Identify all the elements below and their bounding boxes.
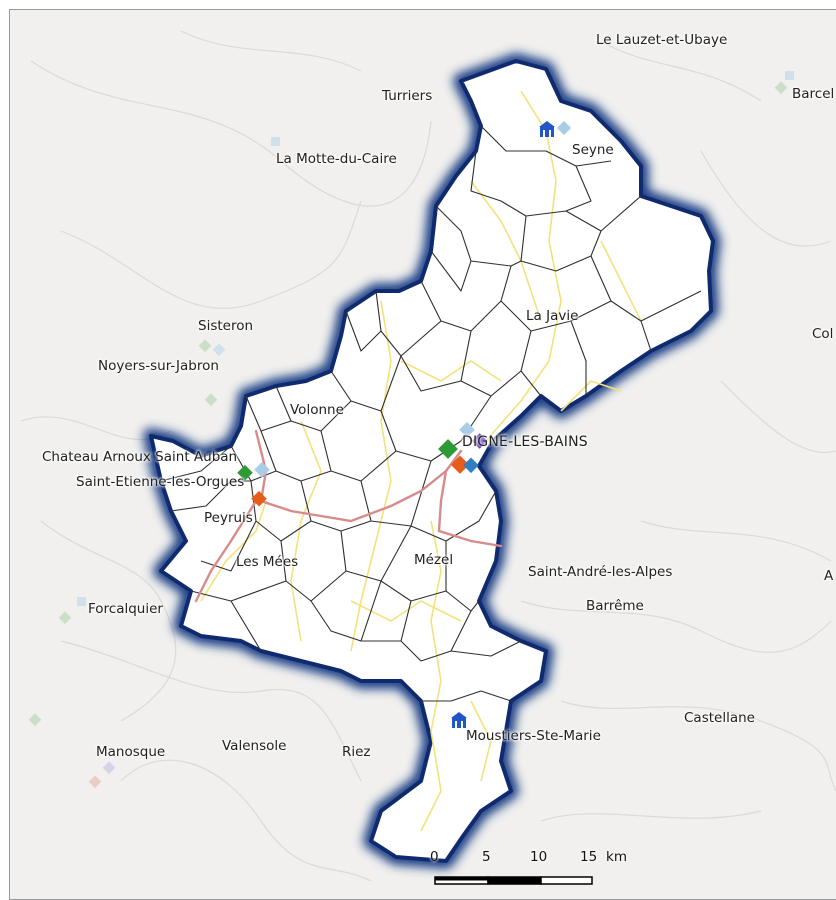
- place-label-mezel: Mézel: [414, 552, 454, 568]
- green-diamond-icon: [237, 464, 253, 481]
- background-roads: [20, 30, 836, 882]
- place-label-annot: A: [824, 568, 834, 584]
- place-label-manosque: Manosque: [96, 744, 166, 760]
- place-label-barcelonnette: Barcel: [792, 86, 835, 102]
- chateau-markers: [237, 461, 270, 507]
- institution-icon: [451, 712, 467, 728]
- green-diamond-icon: [438, 439, 458, 459]
- place-label-saint-andre: Saint-André-les-Alpes: [528, 564, 673, 580]
- place-label-mees: Les Mées: [236, 554, 299, 570]
- place-label-volonne: Volonne: [290, 402, 344, 418]
- territory-area[interactable]: [149, 59, 715, 863]
- place-label-noyers: Noyers-sur-Jabron: [98, 358, 219, 374]
- seyne-markers: [556, 120, 572, 136]
- place-label-barreme: Barrême: [586, 598, 644, 614]
- map-canvas[interactable]: [10, 10, 836, 899]
- place-label-lauzet: Le Lauzet-et-Ubaye: [596, 32, 728, 48]
- orange-diamond-icon: [450, 455, 470, 474]
- institution-icon: [539, 121, 555, 137]
- place-label-moustiers: Moustiers-Ste-Marie: [466, 728, 601, 744]
- commune-borders: [160, 125, 702, 702]
- background-pictograms: [28, 71, 794, 789]
- place-label-saint-etienne: Saint-Etienne-les-Orgues: [76, 474, 245, 490]
- digne-markers: [438, 421, 488, 474]
- blue-diamond-icon: [463, 457, 479, 474]
- orange-diamond-icon: [251, 490, 267, 507]
- place-label-forcalquier: Forcalquier: [88, 601, 163, 617]
- map-frame[interactable]: Le Lauzet-et-Ubaye Barcel Turriers Seyne…: [9, 9, 836, 900]
- place-label-sisteron: Sisteron: [198, 318, 254, 334]
- purple-diamond-icon: [471, 433, 488, 449]
- lightblue-diamond-icon: [556, 120, 572, 136]
- main-roads: [194, 429, 503, 603]
- place-label-peyruis: Peyruis: [204, 510, 253, 526]
- place-label-castellane: Castellane: [684, 710, 755, 726]
- place-label-motte: La Motte-du-Caire: [276, 151, 397, 167]
- place-label-riez: Riez: [342, 744, 371, 760]
- lightblue-diamond-icon: [254, 461, 270, 478]
- place-label-turriers: Turriers: [382, 88, 433, 104]
- place-label-seyne: Seyne: [572, 142, 614, 158]
- place-label-digne: DIGNE-LES-BAINS: [462, 434, 588, 450]
- place-label-colmars: Col: [812, 326, 834, 342]
- place-label-valensole: Valensole: [222, 738, 287, 754]
- place-label-chateau: Chateau Arnoux Saint Auban: [42, 449, 238, 465]
- place-label-javie: La Javie: [526, 308, 579, 324]
- lightblue-diamond-icon: [459, 421, 475, 438]
